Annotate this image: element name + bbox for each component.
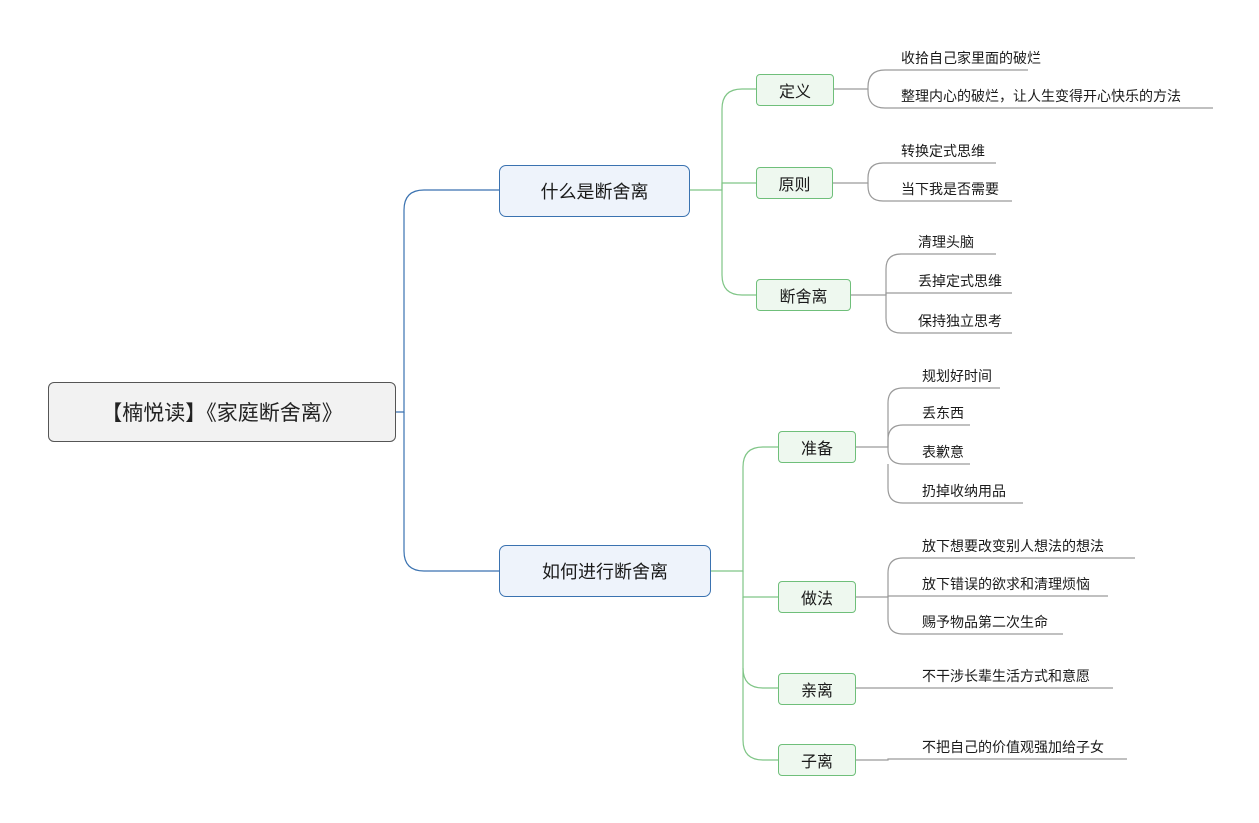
leaf-topic[interactable]: 清理头脑: [918, 235, 974, 251]
link-leaf: [856, 557, 1135, 598]
link-branch-2-sub-1: [711, 446, 778, 572]
subtopic-method[interactable]: 做法: [778, 581, 856, 613]
link-branch-1-sub-3: [721, 190, 756, 296]
leaf-topic[interactable]: 不把自己的价值观强加给子女: [922, 740, 1104, 756]
root-topic[interactable]: 【楠悦读】《家庭断舍离》: [48, 382, 396, 442]
leaf-topic[interactable]: 扔掉收纳用品: [922, 484, 1006, 500]
link-root-branch-1: [396, 189, 499, 413]
leaf-topic[interactable]: 规划好时间: [922, 369, 992, 385]
link-leaf: [887, 464, 1023, 504]
leaf-topic[interactable]: 丢东西: [922, 406, 964, 422]
link-branch-2-sub-3: [742, 597, 778, 689]
link-leaf: [885, 292, 1012, 295]
branch-how-to-declutter[interactable]: 如何进行断舍离: [499, 545, 711, 597]
branch-what-is-decluttering[interactable]: 什么是断舍离: [499, 165, 690, 217]
leaf-topic[interactable]: 放下想要改变别人想法的想法: [922, 539, 1104, 555]
subtopic-definition[interactable]: 定义: [756, 74, 834, 106]
leaf-topic[interactable]: 保持独立思考: [918, 314, 1002, 330]
subtopic-danshali[interactable]: 断舍离: [756, 279, 851, 311]
leaf-topic[interactable]: 收拾自己家里面的破烂: [901, 51, 1041, 67]
leaf-topic[interactable]: 丢掉定式思维: [918, 274, 1002, 290]
link-leaf: [856, 387, 1000, 448]
link-leaf: [856, 758, 1127, 761]
link-leaf: [833, 162, 996, 184]
leaf-topic[interactable]: 整理内心的破烂，让人生变得开心快乐的方法: [901, 89, 1181, 105]
leaf-topic[interactable]: 表歉意: [922, 445, 964, 461]
leaf-topic[interactable]: 不干涉长辈生活方式和意愿: [922, 669, 1090, 685]
leaf-topic[interactable]: 当下我是否需要: [901, 182, 999, 198]
subtopic-children-separation[interactable]: 子离: [778, 744, 856, 776]
subtopic-principle[interactable]: 原则: [756, 167, 833, 199]
link-leaf: [887, 424, 970, 447]
link-leaf: [887, 595, 1108, 597]
link-leaf: [851, 253, 996, 296]
subtopic-preparation[interactable]: 准备: [778, 431, 856, 463]
link-leaf: [834, 69, 1028, 90]
leaf-topic[interactable]: 赐予物品第二次生命: [922, 615, 1048, 631]
link-branch-1-sub-1: [690, 88, 756, 191]
subtopic-parents-separation[interactable]: 亲离: [778, 673, 856, 705]
link-branch-2-sub-4: [742, 668, 778, 761]
link-branch-2-sub-2: [742, 571, 778, 598]
leaf-topic[interactable]: 转换定式思维: [901, 144, 985, 160]
link-leaf: [867, 89, 1213, 109]
link-leaf: [885, 295, 1012, 334]
link-branch-1-sub-2: [721, 182, 756, 190]
leaf-topic[interactable]: 放下错误的欲求和清理烦恼: [922, 577, 1090, 593]
link-leaf: [887, 447, 970, 465]
link-root-branch-2: [403, 412, 499, 572]
link-leaf: [867, 183, 1012, 202]
link-leaf: [887, 597, 1063, 635]
